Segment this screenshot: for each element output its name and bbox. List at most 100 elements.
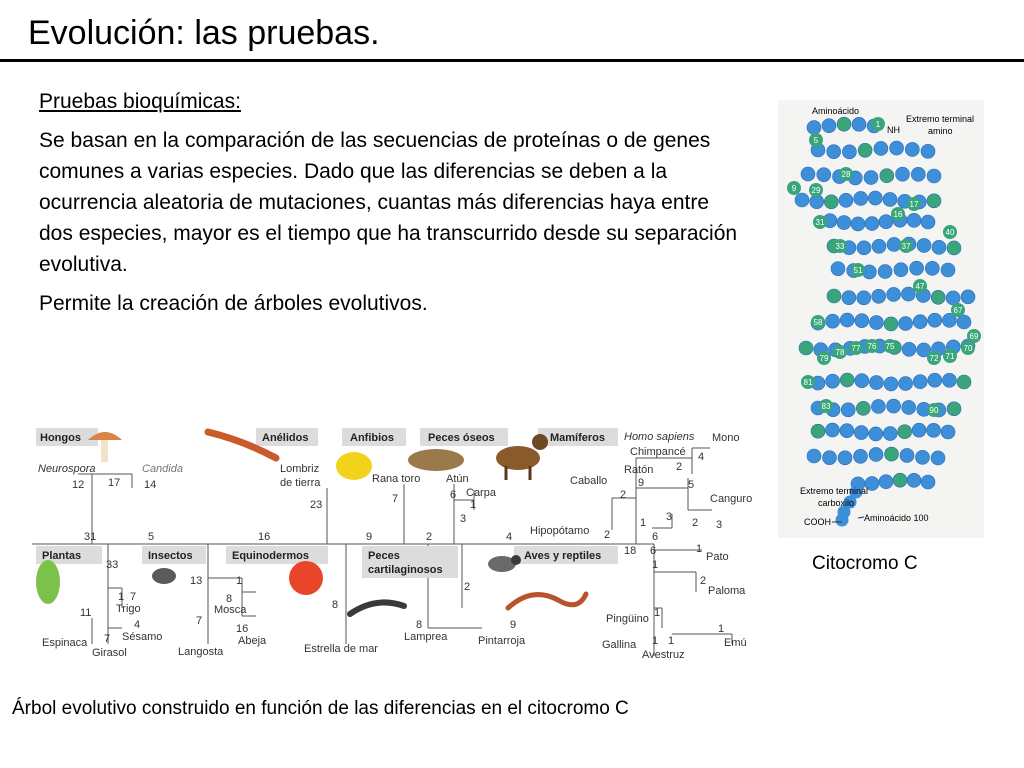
numbered-bead: [927, 351, 941, 365]
num-33: 33: [106, 559, 118, 571]
amino-acid-bead: [925, 261, 940, 276]
amino-acid-bead: [794, 192, 810, 208]
num-11: 11: [80, 607, 91, 619]
species-avestruz: Avestruz: [642, 649, 685, 661]
amino-acid-bead: [916, 342, 932, 358]
group-peces-oseos: Peces óseos: [428, 432, 495, 444]
amino-acid-bead: [945, 290, 961, 306]
numbered-bead: [811, 315, 825, 329]
num-1j: 1: [718, 623, 724, 635]
amino-acid-bead: [879, 168, 895, 184]
bead-number: 70: [964, 344, 973, 353]
amino-acid-bead: [839, 423, 855, 438]
amino-acid-bead: [927, 372, 943, 388]
num-8c: 8: [416, 619, 422, 631]
amino-acid-bead: [920, 214, 936, 230]
species-atun: Atún: [446, 473, 469, 485]
numbered-bead: [913, 279, 927, 293]
anemone-illustration: [289, 561, 323, 595]
fish-illustration: [408, 449, 464, 471]
amino-acid-bead: [901, 286, 916, 302]
amino-acid-bead: [883, 316, 899, 332]
numbered-bead: [787, 181, 801, 195]
numbered-bead: [967, 329, 981, 343]
amino-acid-bead: [930, 450, 946, 466]
amino-acid-bead: [930, 290, 946, 305]
amino-acid-bead: [825, 373, 840, 389]
species-carpa: Carpa: [466, 487, 497, 499]
paragraph-explanation: Se basan en la comparación de las secuen…: [39, 129, 738, 276]
amino-acid-bead: [901, 342, 917, 357]
amino-acid-bead: [871, 399, 886, 414]
num-7a: 7: [392, 493, 398, 505]
amino-acid-bead: [899, 448, 915, 463]
amino-acid-bead: [830, 261, 846, 276]
amino-acid-bead: [920, 144, 936, 159]
amino-acid-bead: [854, 425, 869, 440]
num-5b: 5: [148, 531, 154, 543]
amino-acid-bead: [806, 448, 822, 464]
amino-acid-bead: [849, 485, 863, 499]
amino-acid-bead: [892, 472, 908, 488]
amino-acid-bead: [871, 288, 886, 304]
amino-acid-bead: [826, 288, 842, 304]
species-lombriz-2: de tierra: [280, 477, 321, 489]
species-emu: Emú: [724, 637, 747, 649]
evolutionary-tree: Hongos Anélidos Anfibios Peces óseos Mam…: [12, 418, 760, 680]
amino-acid-bead: [835, 513, 849, 527]
amino-acid-bead: [839, 372, 855, 388]
bird-illustration: [488, 555, 521, 572]
numbered-bead: [819, 399, 833, 413]
species-neurospora: Neurospora: [38, 463, 95, 475]
num-1h: 1: [652, 635, 658, 647]
numbered-bead: [871, 117, 885, 131]
num-1c: 1: [696, 543, 702, 555]
num-1e: 1: [236, 575, 242, 587]
num-3c: 3: [716, 519, 722, 531]
num-8b: 8: [332, 599, 338, 611]
species-gallina: Gallina: [602, 639, 637, 651]
numbered-bead: [883, 339, 897, 353]
group-peces-cart-2: cartilaginosos: [368, 564, 443, 576]
bead-number: 51: [854, 266, 863, 275]
amino-acid-bead: [840, 402, 856, 418]
label-c-terminal-1: Extremo terminal: [800, 486, 868, 496]
amino-acid-bead: [905, 142, 920, 157]
label-aminoacid-100: Aminoácido 100: [864, 513, 929, 523]
amino-acid-bead: [864, 216, 880, 231]
amino-acid-bead: [942, 313, 957, 328]
num-5a: 5: [688, 479, 694, 491]
species-canguro: Canguro: [710, 493, 752, 505]
amino-acid-bead: [884, 446, 899, 462]
num-14: 14: [144, 479, 156, 491]
num-16a: 16: [258, 531, 270, 543]
numbered-bead: [813, 215, 827, 229]
amino-acid-bead: [839, 312, 855, 328]
bead-number: 78: [836, 348, 845, 357]
tree-caption: Árbol evolutivo construido en función de…: [12, 698, 629, 719]
species-chimpance: Chimpancé: [630, 446, 686, 458]
group-anelidos: Anélidos: [262, 432, 308, 444]
species-girasol: Girasol: [92, 647, 127, 659]
numbered-bead: [833, 239, 847, 253]
amino-acid-bead: [906, 213, 922, 228]
amino-acid-bead: [889, 140, 904, 156]
num-3b: 3: [666, 511, 672, 523]
numbered-bead: [943, 349, 957, 363]
amino-acid-bead: [816, 167, 832, 182]
numbered-bead: [817, 351, 831, 365]
amino-acid-bead: [877, 264, 893, 279]
bead-number: 16: [894, 210, 903, 219]
num-2a: 2: [676, 461, 682, 473]
label-c-terminal-2: carboxilo: [818, 498, 854, 508]
amino-acid-bead: [882, 192, 898, 207]
species-pinguino: Pingüino: [606, 613, 649, 625]
numbered-bead: [833, 345, 847, 359]
amino-acid-bead: [856, 290, 872, 306]
num-1g: 1: [654, 607, 660, 619]
amino-acid-bead: [863, 170, 879, 185]
amino-acid-bead: [926, 168, 942, 184]
tree-branches: [32, 447, 733, 656]
species-abeja: Abeja: [238, 635, 267, 647]
group-labels: [36, 428, 618, 578]
